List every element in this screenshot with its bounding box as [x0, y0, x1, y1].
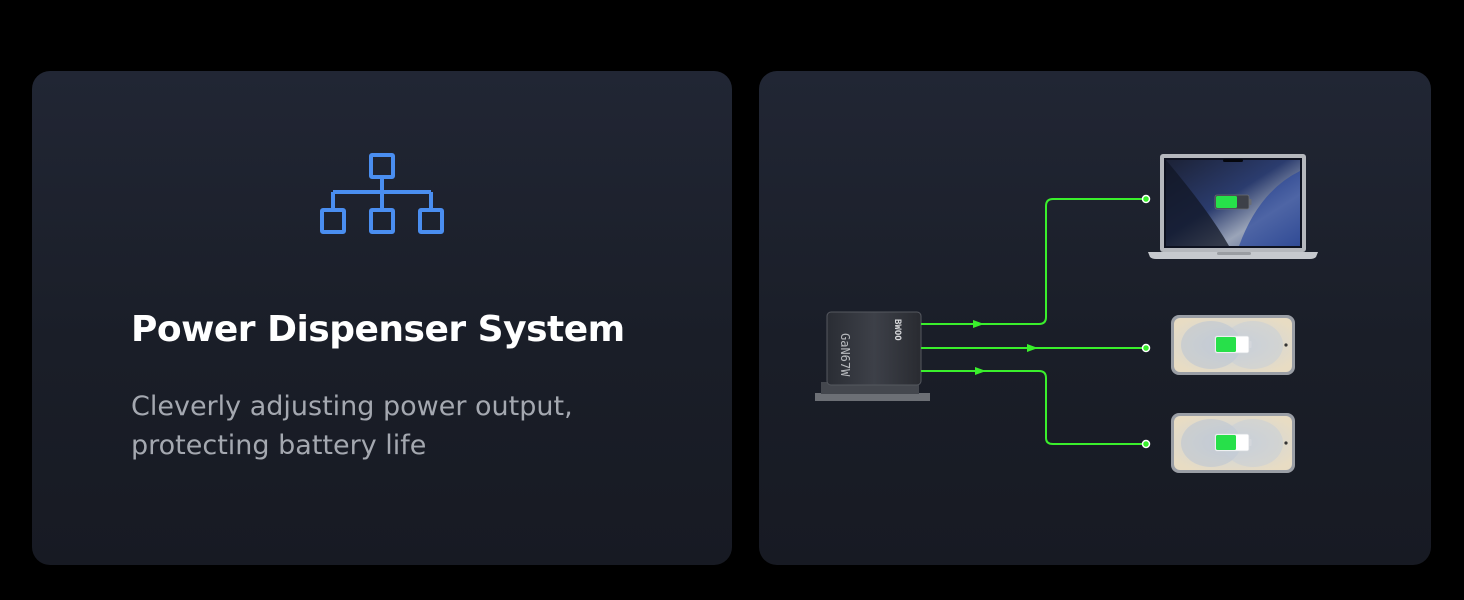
battery-icon — [1214, 433, 1252, 452]
charger-brand: BWOO — [892, 319, 902, 341]
cable-arrows — [973, 320, 1038, 375]
laptop-notch — [1223, 159, 1243, 162]
feature-description: Cleverly adjusting power output, protect… — [131, 387, 691, 465]
power-distribution-diagram-card: BWOO GaN67W — [759, 71, 1431, 565]
feature-description-line-1: Cleverly adjusting power output, — [131, 391, 573, 422]
laptop-icon — [1148, 154, 1318, 259]
cable-laptop — [921, 198, 1146, 325]
charging-cables — [921, 198, 1146, 445]
endpoint-phone-2 — [1141, 439, 1151, 449]
arrow-phone-2 — [975, 367, 986, 375]
battery-icon — [1214, 335, 1252, 354]
laptop-base — [1148, 252, 1318, 259]
arrow-phone-1 — [1027, 344, 1038, 352]
charger-base — [815, 393, 930, 401]
charger-model: GaN67W — [838, 333, 852, 377]
feature-title: Power Dispenser System — [131, 309, 625, 350]
network-hierarchy-icon — [320, 153, 444, 234]
phone-icon — [1171, 413, 1295, 473]
battery-icon — [1214, 194, 1252, 210]
feature-card: Power Dispenser System Cleverly adjustin… — [32, 71, 732, 565]
endpoint-phone-1 — [1141, 343, 1151, 353]
arrow-laptop — [973, 320, 984, 328]
phone-icon — [1171, 315, 1295, 375]
endpoint-laptop — [1141, 194, 1151, 204]
charger: BWOO GaN67W — [815, 311, 930, 401]
cable-phone-2 — [921, 370, 1146, 445]
cable-endpoints — [1141, 194, 1151, 449]
feature-description-line-2: protecting battery life — [131, 430, 427, 461]
power-distribution-diagram: BWOO GaN67W — [815, 154, 1318, 473]
